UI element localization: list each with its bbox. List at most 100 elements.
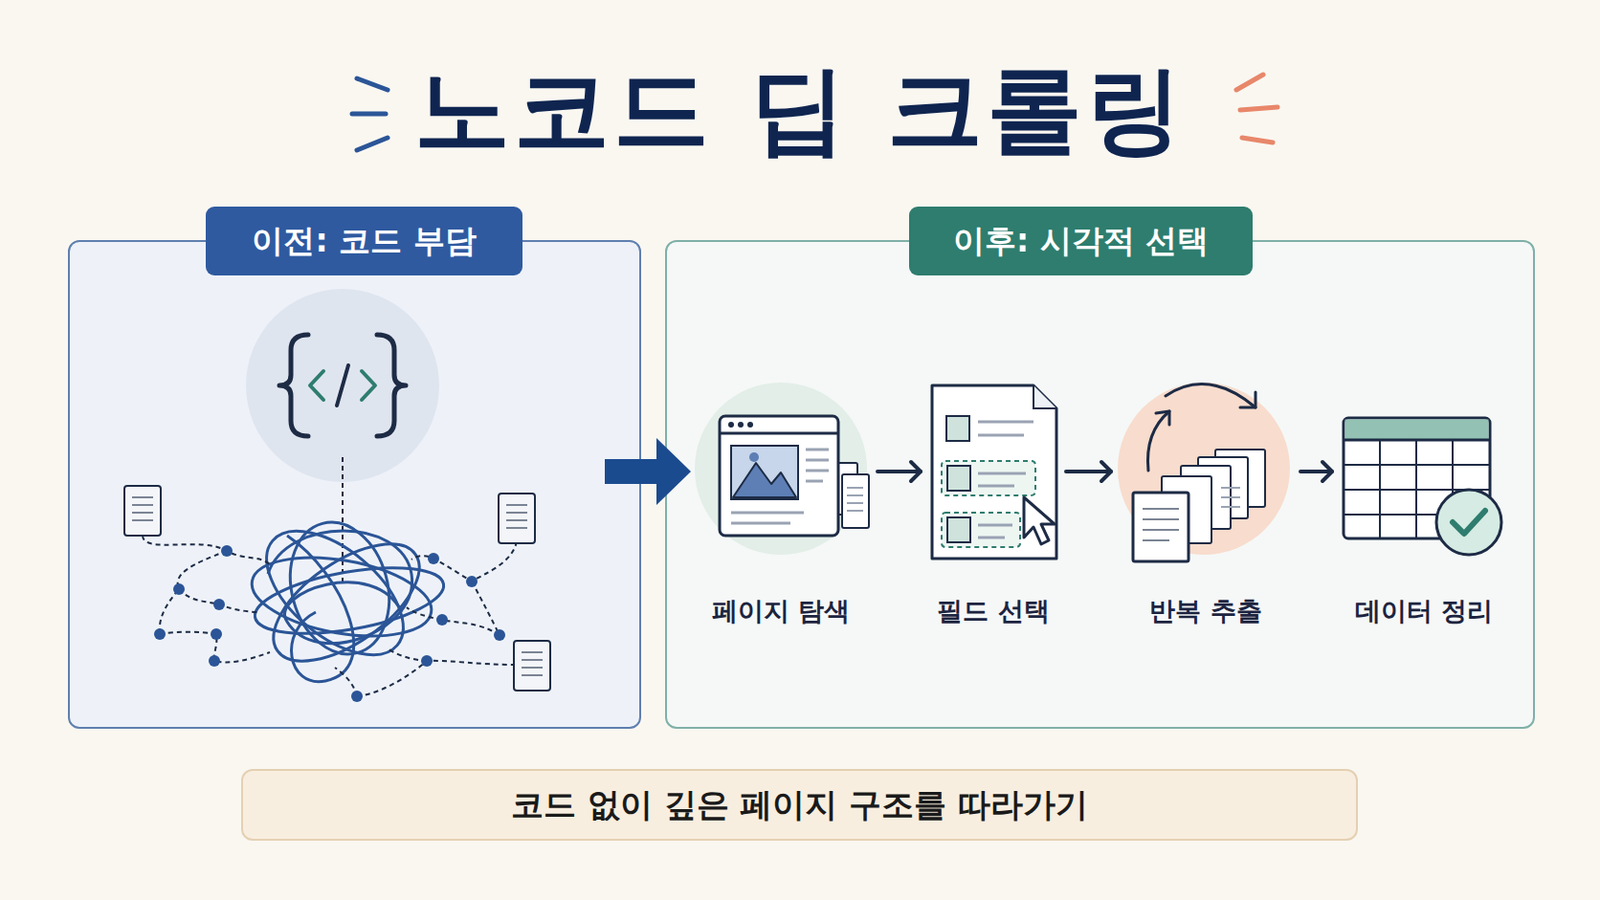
connector-line [1066, 469, 1112, 474]
title-text: 노코드 딥 크롤링 [0, 47, 1600, 173]
repeat-icon-part [1165, 384, 1256, 409]
before-panel: 이전: 코드 부담 [67, 240, 642, 730]
title-strokes-right-part [1242, 137, 1273, 143]
browser-icon-part [733, 463, 797, 498]
dotted-paths-part [178, 589, 261, 613]
caption-box: 코드 없이 깊은 페이지 구조를 따라가기 [241, 769, 1358, 842]
repeat-icon-part [1161, 476, 1212, 544]
doc-icons-part [513, 641, 551, 691]
code-symbol-part [245, 288, 440, 483]
block-arrow [604, 438, 691, 506]
table-icon-part [1343, 440, 1490, 539]
step-label: 반복 추출 [1101, 594, 1311, 629]
field-select-icon [932, 385, 1057, 559]
step-node: 필드 선택 [930, 377, 1057, 629]
doc-icons-part [498, 493, 535, 544]
connector [877, 462, 921, 482]
arrow-head [1101, 462, 1112, 482]
arrow-head [1322, 462, 1333, 482]
caption-text: 코드 없이 깊은 페이지 구조를 따라가기 [511, 783, 1089, 828]
browser-icon-part [731, 445, 799, 500]
connector-line [1300, 469, 1333, 474]
repeat-icon-part [1147, 411, 1170, 471]
browser-icon-part [731, 449, 829, 524]
dotted-paths-part [387, 648, 427, 662]
connector-line [877, 469, 921, 474]
dotted-paths-part [411, 541, 517, 582]
dotted-paths-part [159, 632, 270, 664]
table-icon [1343, 418, 1502, 556]
path-dots-part [210, 628, 223, 641]
title-strokes-left [352, 78, 388, 151]
tangle-part [287, 535, 355, 683]
field-select-icon-part [977, 525, 1013, 538]
path-dots-part [436, 614, 448, 626]
repeat-icon-part [1221, 488, 1241, 508]
repeat-icon-part [1142, 509, 1179, 541]
table-icon-part [1343, 418, 1490, 539]
browser-icon-part [719, 432, 839, 436]
repeat-icon-part [1133, 492, 1189, 562]
table-icon-part [1343, 439, 1490, 443]
browser-icon-part [842, 474, 869, 529]
arrow-head [911, 462, 921, 482]
dotted-paths-part [471, 581, 500, 636]
browser-icon-part [694, 382, 867, 556]
tangle-part [254, 521, 439, 685]
table-icon-part [1345, 420, 1489, 442]
path-dots-part [208, 655, 221, 667]
repeat-icon-part [1117, 382, 1290, 556]
field-select-icon-part [947, 517, 971, 543]
path-dots-part [213, 599, 225, 611]
browser-icon-part [830, 463, 858, 515]
doc-icons [124, 486, 551, 691]
code-symbol-part [361, 371, 376, 400]
browser-icon-part [728, 422, 734, 428]
table-icon-part [1452, 511, 1486, 534]
step-node: 반복 추출 [1120, 377, 1291, 629]
field-select-icon-part [941, 512, 1021, 548]
dotted-paths [142, 535, 517, 697]
repeat-icon-part [1215, 449, 1266, 508]
panel-badge: 이전: 코드 부담 [205, 206, 523, 276]
code-symbol-part [341, 457, 344, 586]
dotted-paths-part [159, 551, 227, 635]
path-dots-part [221, 545, 233, 557]
title-strokes-left-part [356, 78, 388, 90]
repeat-icon-part [1180, 466, 1231, 530]
step-label: 페이지 탐색 [674, 594, 888, 629]
field-select-icon-part [932, 385, 1057, 559]
tangle-part [276, 511, 404, 666]
title-strokes-left-part [352, 111, 386, 117]
path-dots-part [351, 690, 363, 703]
path-dots-part [493, 629, 506, 642]
step-node: 데이터 정리 [1341, 377, 1507, 629]
tangle-part [245, 545, 438, 649]
panel-badge: 이후: 시각적 선택 [909, 206, 1253, 276]
title-strokes-right-part [1236, 74, 1264, 90]
tangle-part [244, 508, 425, 679]
table-icon-part [1436, 489, 1502, 556]
repeat-icon-part [1198, 457, 1248, 519]
connector [1300, 462, 1333, 482]
doc-icons-part [124, 486, 161, 536]
repeat-icon-part [1155, 411, 1170, 425]
step-node: 페이지 탐색 [693, 377, 868, 629]
repeat-icon [1117, 382, 1290, 562]
field-select-icon-part [977, 422, 1034, 436]
code-symbol-part [336, 365, 349, 406]
browser-icon-part [737, 422, 744, 428]
tangle-part [249, 555, 448, 646]
dotted-paths-part [356, 661, 514, 697]
browser-icon-part [747, 422, 754, 428]
field-select-icon-part [946, 416, 970, 442]
step-label: 데이터 정리 [1322, 594, 1526, 629]
field-select-icon-part [1023, 497, 1055, 545]
path-dots-part [427, 553, 440, 565]
title-strokes-right [1236, 74, 1278, 143]
field-select-icon-part [947, 466, 971, 491]
field-select-icon-part [1033, 385, 1057, 409]
path-dots-part [173, 583, 185, 596]
browser-icon [694, 382, 869, 556]
